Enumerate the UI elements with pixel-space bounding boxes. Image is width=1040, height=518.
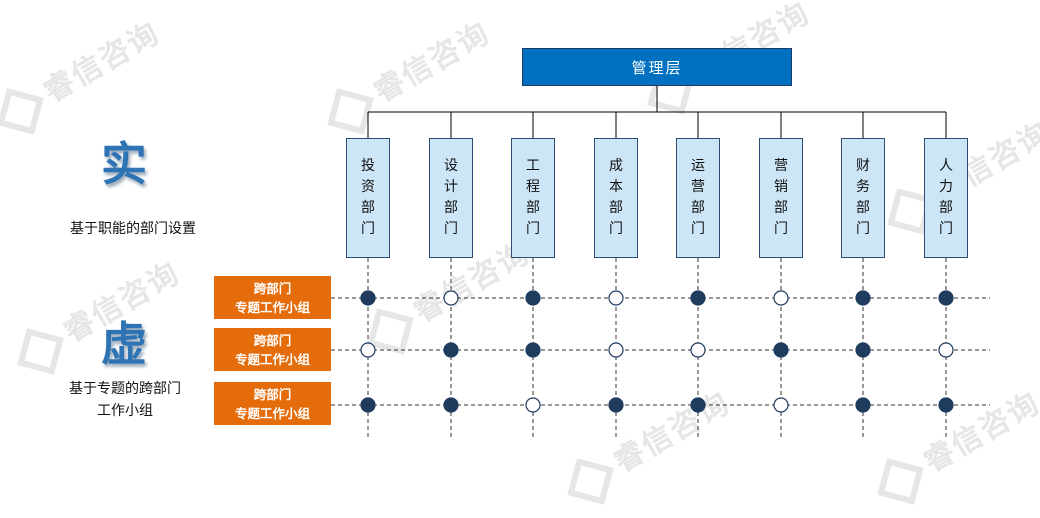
department-char: 投 bbox=[361, 158, 375, 174]
department-box: 人力部门 bbox=[924, 138, 968, 258]
membership-dot-filled bbox=[608, 397, 624, 413]
department-char: 部 bbox=[361, 200, 375, 216]
department-char: 销 bbox=[774, 179, 788, 195]
department-char: 部 bbox=[526, 200, 540, 216]
membership-dot-open bbox=[443, 290, 459, 306]
membership-dot-open bbox=[608, 290, 624, 306]
department-char: 门 bbox=[444, 221, 458, 237]
membership-dot-filled bbox=[360, 290, 376, 306]
department-char: 门 bbox=[526, 221, 540, 237]
team-label-line2: 专题工作小组 bbox=[234, 351, 310, 367]
department-char: 营 bbox=[774, 158, 788, 174]
org-diagram bbox=[331, 86, 990, 438]
membership-dot-open bbox=[938, 342, 954, 358]
virtual-char: 虚 bbox=[101, 317, 147, 371]
department-char: 门 bbox=[691, 221, 705, 237]
department-char: 程 bbox=[526, 179, 540, 195]
real-char: 实 bbox=[101, 137, 147, 191]
department-char: 资 bbox=[361, 179, 375, 195]
membership-dot-filled bbox=[855, 397, 871, 413]
membership-dot-filled bbox=[773, 342, 789, 358]
department-box: 财务部门 bbox=[841, 138, 885, 258]
membership-dot-filled bbox=[443, 342, 459, 358]
membership-dot-open bbox=[773, 290, 789, 306]
membership-dot-open bbox=[773, 397, 789, 413]
membership-dot-filled bbox=[855, 342, 871, 358]
department-char: 营 bbox=[691, 179, 705, 195]
department-char: 计 bbox=[444, 179, 458, 195]
department-char: 部 bbox=[691, 200, 705, 216]
department-char: 本 bbox=[609, 179, 623, 195]
team-box: 跨部门专题工作小组 bbox=[214, 276, 331, 319]
membership-dot-filled bbox=[690, 290, 706, 306]
department-char: 成 bbox=[609, 158, 623, 174]
department-box: 投资部门 bbox=[346, 138, 390, 258]
team-label-line2: 专题工作小组 bbox=[234, 299, 310, 315]
membership-dot-filled bbox=[938, 397, 954, 413]
real-caption: 基于职能的部门设置 bbox=[70, 221, 196, 237]
department-char: 设 bbox=[444, 158, 458, 174]
department-box: 设计部门 bbox=[429, 138, 473, 258]
department-char: 人 bbox=[939, 158, 953, 174]
team-label-line2: 专题工作小组 bbox=[234, 405, 310, 421]
department-char: 部 bbox=[444, 200, 458, 216]
department-box: 营销部门 bbox=[759, 138, 803, 258]
team-label-line1: 跨部门 bbox=[253, 280, 292, 296]
department-char: 运 bbox=[691, 158, 705, 174]
team-box: 跨部门专题工作小组 bbox=[214, 382, 331, 425]
department-char: 门 bbox=[939, 221, 953, 237]
department-box: 运营部门 bbox=[676, 138, 720, 258]
team-label-line1: 跨部门 bbox=[253, 386, 292, 402]
membership-dot-open bbox=[525, 397, 541, 413]
department-box: 工程部门 bbox=[511, 138, 555, 258]
membership-dot-filled bbox=[525, 342, 541, 358]
department-char: 门 bbox=[856, 221, 870, 237]
department-char: 力 bbox=[939, 179, 953, 195]
team-label-line1: 跨部门 bbox=[253, 332, 292, 348]
management-box: 管理层 bbox=[522, 48, 792, 86]
membership-dot-filled bbox=[690, 397, 706, 413]
department-char: 门 bbox=[774, 221, 788, 237]
department-char: 财 bbox=[856, 158, 870, 174]
virtual-caption: 基于专题的跨部门 工作小组 bbox=[69, 381, 181, 419]
department-char: 务 bbox=[856, 179, 870, 195]
membership-dot-filled bbox=[443, 397, 459, 413]
membership-dot-open bbox=[608, 342, 624, 358]
department-char: 门 bbox=[361, 221, 375, 237]
membership-dot-filled bbox=[855, 290, 871, 306]
department-char: 工 bbox=[526, 158, 540, 174]
department-char: 门 bbox=[609, 221, 623, 237]
membership-dot-filled bbox=[360, 397, 376, 413]
department-char: 部 bbox=[856, 200, 870, 216]
team-box: 跨部门专题工作小组 bbox=[214, 328, 331, 371]
membership-dot-filled bbox=[525, 290, 541, 306]
membership-dot-open bbox=[360, 342, 376, 358]
department-char: 部 bbox=[609, 200, 623, 216]
department-char: 部 bbox=[939, 200, 953, 216]
department-box: 成本部门 bbox=[594, 138, 638, 258]
department-char: 部 bbox=[774, 200, 788, 216]
membership-dot-filled bbox=[938, 290, 954, 306]
membership-dot-open bbox=[690, 342, 706, 358]
